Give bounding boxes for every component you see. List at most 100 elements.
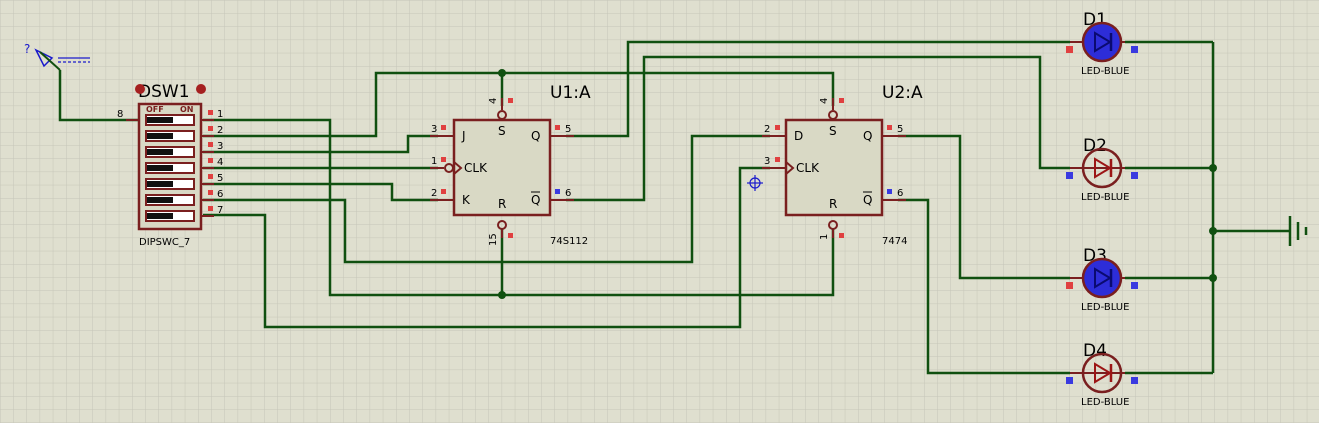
pin-marker [1066,46,1073,53]
u1-pin-r: R [498,197,506,211]
flipflop-u2[interactable]: U2:A D CLK Q Q S R 2 3 5 6 4 1 7474 [762,83,923,247]
u1-num-q: 5 [565,124,571,135]
u2-ref: U2:A [882,83,923,103]
dipswitch-pin-number: 7 [217,205,223,216]
u1-pin-qn: Q [531,193,540,207]
u2-pin-d: D [794,129,803,143]
dipswitch-row[interactable]: 1 [145,109,223,126]
junctions [498,69,1217,299]
dipswitch-common-pin: 8 [117,109,123,120]
led-ref: D4 [1083,341,1107,361]
u2-pin-qn: Q [863,193,872,207]
probe-terminal[interactable]: ? [24,42,90,71]
u2-pin-r: R [829,197,837,211]
u2-num-d: 2 [764,124,770,135]
led-part: LED-BLUE [1081,192,1129,203]
led-part: LED-BLUE [1081,397,1129,408]
u1-pin-k: K [462,193,471,207]
u1-num-j: 3 [431,124,437,135]
pin-marker [1131,172,1138,179]
diode-icon [1094,157,1112,179]
dipswitch-row[interactable]: 4 [145,157,223,174]
u1-pin-clk: CLK [464,161,488,175]
led-part: LED-BLUE [1081,66,1129,77]
u2-num-clk: 3 [764,156,770,167]
led-outline [1081,257,1123,299]
u2-num-q: 5 [897,124,903,135]
dipswitch-pin-number: 3 [217,141,223,152]
switch-lever [147,213,173,219]
switch-lever [147,117,173,123]
dipswitch-row[interactable]: 3 [145,141,223,158]
pin-marker [208,206,213,211]
u1-num-clk: 1 [431,156,437,167]
junction-dot [1209,274,1217,282]
u1-num-s: 4 [488,98,499,104]
pin-marker [1066,282,1073,289]
u1-ref: U1:A [550,83,591,103]
u1-num-r: 15 [488,233,499,246]
wire-sw7 [203,166,770,329]
led-ref: D2 [1083,136,1107,156]
u2-pin-q: Q [863,129,872,143]
probe-label: ? [24,42,30,56]
switch-lever [147,181,173,187]
dipswitch-on-label: ON [180,105,194,114]
pin-marker [1066,172,1073,179]
dipswitch-pin-number: 4 [217,157,223,168]
dipswitch-row[interactable]: 7 [145,205,223,222]
pin-marker [208,174,213,179]
pin-marker [208,110,213,115]
pin-marker [1131,282,1138,289]
wire-sw2 [203,71,502,138]
diode-icon [1094,362,1112,384]
u2-num-s: 4 [819,98,830,104]
u1-pin-q: Q [531,129,540,143]
dipswitch-row[interactable]: 2 [145,125,223,142]
led-outline [1081,147,1123,189]
wire-sw5 [203,182,438,202]
pin-marker [208,158,213,163]
u1-num-k: 2 [431,188,437,199]
wire-probe [58,70,138,122]
junction-dot [1209,227,1217,235]
junction-dot [498,291,506,299]
dipswitch-pin-number: 2 [217,125,223,136]
dipswitch-pin-number: 6 [217,189,223,200]
wire-reset-bus [502,228,835,297]
wire-set-bus [502,71,835,106]
flipflop-u1[interactable]: U1:A J CLK K Q Q S R 3 1 2 5 6 4 15 74 [430,83,591,247]
dipswitch-part: DIPSWC_7 [139,237,190,248]
u1-pin-s: S [498,124,506,138]
wires [58,40,1290,375]
diode-icon [1094,267,1112,289]
dipswitch-row[interactable]: 6 [145,189,223,206]
crosshair-icon [747,175,763,191]
pin-marker [208,142,213,147]
ground-symbol[interactable] [1288,216,1308,246]
u2-pin-clk: CLK [796,161,820,175]
pin-marker [208,190,213,195]
probe-arrow-icon [34,48,54,68]
u2-pin-s: S [829,124,837,138]
diode-icon [1094,31,1112,53]
switch-lever [147,197,173,203]
led-outline [1081,21,1123,63]
u2-num-r: 1 [819,234,830,240]
u1-num-qn: 6 [565,188,571,199]
led-outline [1081,352,1123,394]
dipswitch-pin-number: 1 [217,109,223,120]
dipswitch-row[interactable]: 5 [145,173,223,190]
u2-num-qn: 6 [897,188,903,199]
wire-u2-q [898,134,1070,280]
u1-part: 74S112 [550,236,588,247]
u2-part: 7474 [882,236,907,247]
wire-sw3 [203,134,438,154]
